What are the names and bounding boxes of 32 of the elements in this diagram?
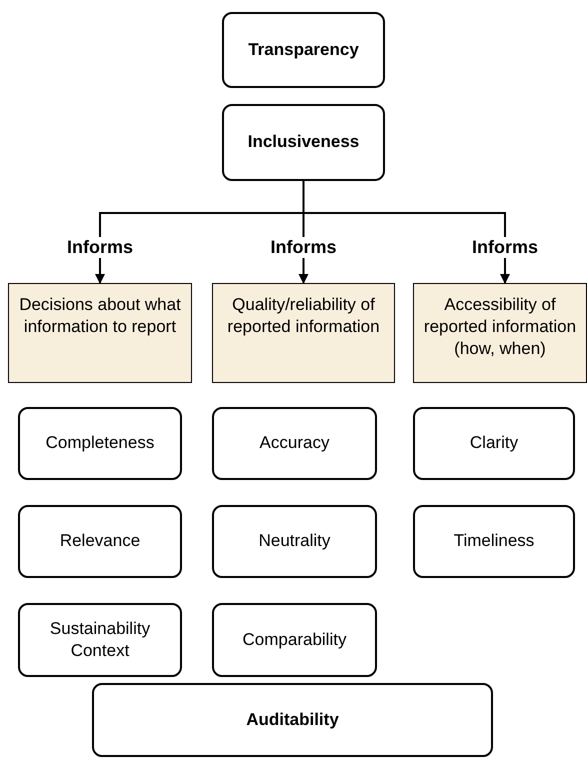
rounded-box bbox=[92, 683, 493, 757]
edge-label: Informs bbox=[470, 237, 540, 258]
rounded-box bbox=[212, 603, 377, 677]
node-text: Comparability bbox=[242, 628, 346, 651]
edge-label: Informs bbox=[65, 237, 135, 258]
rounded-box bbox=[212, 407, 377, 480]
rounded-box bbox=[222, 12, 385, 88]
rounded-box bbox=[18, 603, 182, 677]
category-box bbox=[8, 283, 192, 383]
arrow bbox=[302, 181, 510, 284]
node-text: Timeliness bbox=[454, 530, 534, 552]
rounded-box bbox=[18, 407, 182, 480]
rounded-box bbox=[212, 505, 377, 578]
rounded-box bbox=[222, 104, 385, 181]
node-text: Accessibility of reported information (how, when) bbox=[422, 294, 578, 360]
node-text: Decisions about what information to report bbox=[18, 294, 182, 338]
category-box bbox=[413, 283, 587, 383]
node-text: Completeness bbox=[46, 432, 154, 454]
node-text: Clarity bbox=[470, 432, 518, 454]
node-text: Neutrality bbox=[258, 530, 330, 552]
rounded-box bbox=[413, 407, 575, 480]
edge-label: Informs bbox=[268, 237, 338, 258]
node-text: Sustainability Context bbox=[48, 618, 152, 662]
node-text: Accuracy bbox=[260, 432, 330, 454]
rounded-box bbox=[18, 505, 182, 578]
node-text: Auditability bbox=[246, 708, 339, 731]
node-text: Transparency bbox=[248, 38, 359, 61]
rounded-box bbox=[413, 505, 575, 578]
category-box bbox=[212, 283, 395, 383]
node-text: Inclusiveness bbox=[248, 131, 360, 154]
node-text: Relevance bbox=[60, 530, 140, 552]
node-text: Quality/reliability of reported information bbox=[226, 294, 381, 338]
